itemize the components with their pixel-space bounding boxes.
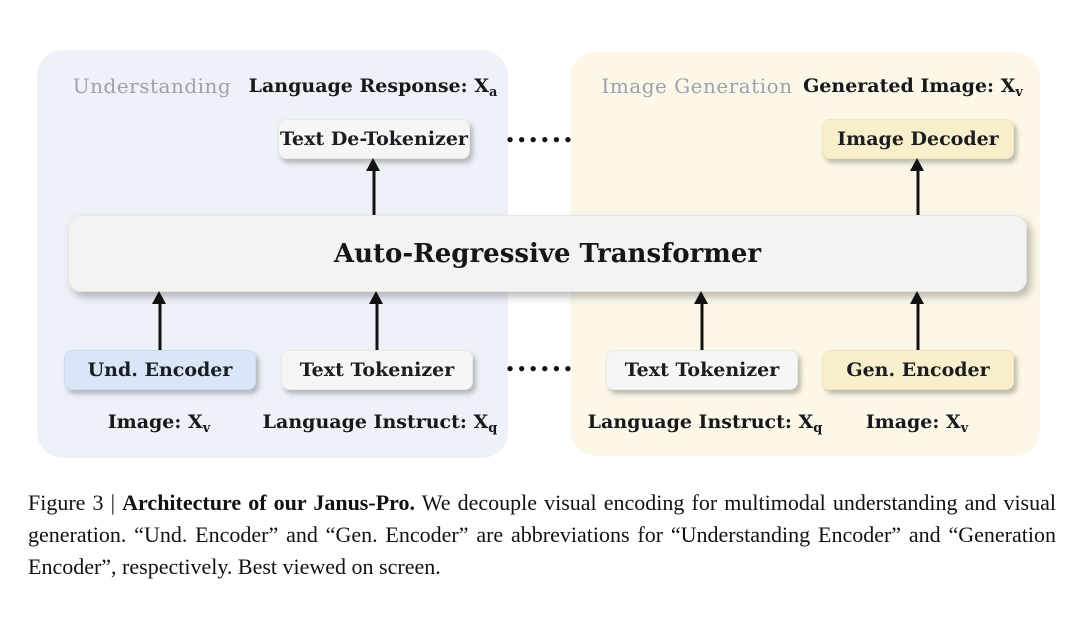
und-encoder-node: Und. Encoder bbox=[64, 350, 256, 390]
figure-caption-title: Architecture of our Janus-Pro. bbox=[122, 490, 416, 515]
text-tokenizer-left-node: Text Tokenizer bbox=[281, 350, 473, 390]
gen-encoder-node: Gen. Encoder bbox=[822, 350, 1014, 390]
generation-image-input-label: Image: Xv bbox=[787, 411, 1047, 440]
arrow-transformer-to-image-decoder bbox=[910, 158, 925, 215]
understanding-image-input-label: Image: Xv bbox=[29, 411, 289, 440]
image-decoder-node: Image Decoder bbox=[822, 119, 1014, 159]
generation-instruct-input-text: Language Instruct: X bbox=[587, 411, 814, 433]
understanding-instruct-input-text: Language Instruct: X bbox=[262, 411, 489, 433]
understanding-image-input-subscript: v bbox=[202, 420, 211, 436]
generated-image-subscript: v bbox=[1015, 84, 1023, 100]
arrow-shaft bbox=[375, 300, 378, 350]
arrow-shaft bbox=[372, 167, 375, 215]
arrow-text-tokenizer-right-to-transformer bbox=[694, 291, 709, 350]
generation-image-input-text: Image: X bbox=[865, 411, 961, 433]
arrow-gen-encoder-to-transformer bbox=[910, 291, 925, 350]
text-tokenizer-right-node: Text Tokenizer bbox=[606, 350, 798, 390]
generation-image-input-subscript: v bbox=[960, 420, 969, 436]
arrow-shaft bbox=[700, 300, 703, 350]
arrow-head bbox=[910, 158, 924, 171]
figure-caption-number: Figure 3 | bbox=[28, 490, 123, 515]
arrow-head bbox=[694, 291, 708, 304]
arrow-shaft bbox=[916, 300, 919, 350]
generation-panel-title: Image Generation bbox=[601, 74, 793, 98]
understanding-image-input-text: Image: X bbox=[107, 411, 203, 433]
ellipsis-top: •••••• bbox=[505, 131, 575, 149]
arrow-head bbox=[152, 291, 166, 304]
figure-caption-body: We decouple visual encoding for multimod… bbox=[28, 490, 1056, 579]
generation-instruct-input-subscript: q bbox=[813, 420, 823, 436]
arrow-shaft bbox=[916, 167, 919, 215]
language-response-text: Language Response: X bbox=[248, 75, 489, 97]
arrow-head bbox=[369, 291, 383, 304]
auto-regressive-transformer-bar: Auto-Regressive Transformer bbox=[68, 215, 1027, 292]
generated-image-text: Generated Image: X bbox=[803, 75, 1016, 97]
understanding-instruct-input-label: Language Instruct: Xq bbox=[250, 411, 510, 440]
arrow-head bbox=[366, 158, 380, 171]
understanding-instruct-input-subscript: q bbox=[488, 420, 498, 436]
language-response-subscript: a bbox=[489, 84, 498, 100]
figure-caption: Figure 3 | Architecture of our Janus-Pro… bbox=[28, 487, 1056, 583]
arrow-head bbox=[910, 291, 924, 304]
arrow-text-tokenizer-left-to-transformer bbox=[369, 291, 384, 350]
text-detokenizer-node: Text De-Tokenizer bbox=[278, 119, 470, 159]
arrow-transformer-to-text-detokenizer bbox=[366, 158, 381, 215]
language-response-label: Language Response: Xa bbox=[243, 75, 503, 104]
generated-image-label: Generated Image: Xv bbox=[783, 75, 1043, 104]
arrow-shaft bbox=[158, 300, 161, 350]
arrow-und-encoder-to-transformer bbox=[152, 291, 167, 350]
understanding-panel-title: Understanding bbox=[72, 74, 232, 98]
ellipsis-bottom: •••••• bbox=[505, 360, 575, 378]
generation-instruct-input-label: Language Instruct: Xq bbox=[575, 411, 835, 440]
